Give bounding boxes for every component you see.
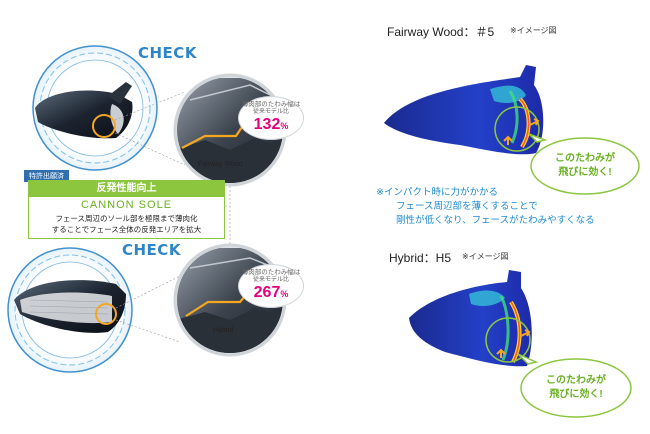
hy-stress-red (510, 301, 521, 363)
fw-stress-cyan (490, 85, 526, 103)
check-label-top: CHECK (138, 44, 197, 62)
tag-line-1: 薄肉部のたわみ幅は (241, 101, 301, 108)
feature-desc-line-1: フェース周辺のソール部を極限まで薄肉化 (55, 214, 198, 223)
fw-focus-circle (92, 114, 116, 138)
hy-bubble-shape (517, 353, 632, 418)
ring-dashed-2 (14, 254, 126, 366)
impact-note-line-2: フェース周辺部を薄くすることで (396, 201, 538, 212)
fw-fea-image (384, 65, 544, 155)
bubble-line-2: 飛びに効く! (558, 167, 612, 178)
tag-line-2: 従来モデル比 (252, 109, 289, 115)
hy-stress-cyan (469, 290, 505, 306)
impact-note-line-1: ※インパクト時に力がかかる (376, 187, 498, 198)
hy-ring-group (7, 247, 181, 373)
fw-arrow-right (529, 118, 540, 126)
fw-focus-ring (494, 106, 540, 152)
feature-description: フェース周辺のソール部を極限まで薄肉化 することでフェース全体の反発エリアを拡大 (29, 213, 224, 238)
zoom-label-hybrid: Hybrid (213, 327, 234, 334)
feature-name: CANNON SOLE (80, 199, 173, 211)
left-graphics (7, 45, 287, 373)
feature-title: 反発性能向上 (29, 181, 224, 197)
hy-title: Hybrid：H5 (389, 251, 452, 265)
fw-arrow-up (503, 135, 513, 145)
zoom-label-fw: Fairway Wood (198, 161, 243, 168)
hy-stress-green (499, 295, 510, 361)
fw-head-mesh (384, 65, 544, 155)
hy-arrow-right (520, 329, 531, 337)
fw-bubble-text: このたわみが 飛びに効く! (535, 152, 635, 180)
hy-callout-line-2 (115, 319, 181, 343)
hy-head-mesh (409, 270, 532, 367)
bubble-line-2: 飛びに効く! (549, 389, 603, 400)
fw-stress-green (508, 90, 519, 144)
check-label-bottom: CHECK (122, 241, 181, 259)
tag-line-1: 薄肉部のたわみ幅は (241, 269, 301, 276)
hy-focus-circle (95, 303, 117, 325)
hy-image-note: ※イメージ図 (462, 252, 509, 261)
fw-club-head (35, 90, 133, 139)
hy-bubble-text: このたわみが 飛びに効く! (526, 374, 626, 402)
fw-ring-group (32, 45, 186, 171)
hy-fea-image (409, 270, 532, 367)
fw-stress-red (519, 98, 530, 148)
fw-deflection-pct: 132% (253, 116, 289, 133)
bubble-line-1: このたわみが (555, 153, 615, 164)
fw-callout-line-2 (114, 132, 186, 166)
bubble-line-1: このたわみが (546, 375, 606, 386)
feature-desc-line-2: することでフェース全体の反発エリアを拡大 (51, 225, 202, 234)
hy-arrow-up (496, 348, 506, 358)
fw-deflection-tag: 薄肉部のたわみ幅は 従来モデル比 132% (238, 96, 304, 140)
tag-line-2: 従来モデル比 (252, 277, 289, 283)
fw-hosel (108, 82, 132, 104)
fw-bubble-shape (528, 133, 640, 195)
hy-focus-ring (485, 317, 531, 363)
impact-note: ※インパクト時に力がかかる フェース周辺部を薄くすることで 剛性が低くなり、フェ… (376, 186, 595, 228)
patent-badge: 特許出願済 (24, 170, 69, 182)
fw-image-note: ※イメージ図 (510, 26, 557, 35)
hy-deflection-tag: 薄肉部のたわみ幅は 従来モデル比 267% (238, 264, 304, 308)
feature-box: 反発性能向上 CANNON SOLE フェース周辺のソール部を極限まで薄肉化 す… (28, 180, 225, 239)
impact-note-line-3: 剛性が低くなり、フェースがたわみやすくなる (396, 215, 595, 226)
fw-face (110, 104, 124, 134)
fw-title: Fairway Wood：＃5 (387, 25, 495, 39)
fw-callout-line-1 (114, 91, 186, 121)
hy-deflection-pct: 267% (253, 284, 289, 301)
